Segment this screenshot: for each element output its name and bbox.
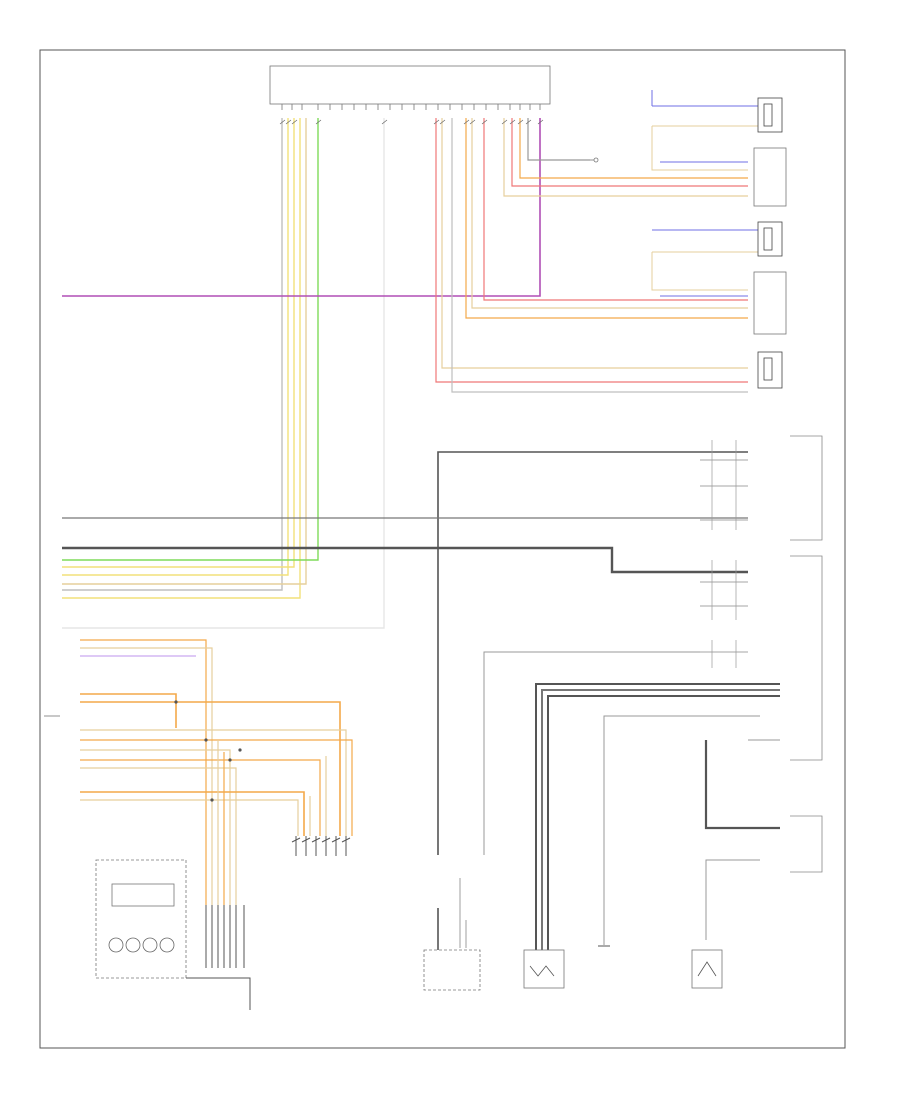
right-switch <box>62 435 823 855</box>
wire-orange-1 <box>465 118 748 319</box>
wire-violet-main <box>62 118 541 297</box>
left-switch <box>790 815 823 873</box>
wire-tan-5 <box>80 647 213 905</box>
wire-tan-4 <box>503 118 748 197</box>
wire-white-1 <box>62 118 385 629</box>
wire-gray-6 <box>705 859 760 940</box>
wire-pink-3 <box>511 118 748 187</box>
wire-pink-1 <box>435 118 748 383</box>
fuse-block-pins <box>186 905 251 1010</box>
wire-tan-7 <box>80 749 231 905</box>
lower-left-harness <box>80 639 353 905</box>
wire-orange-7 <box>80 759 321 836</box>
wire-orange-4 <box>80 693 177 728</box>
wire-dark-5 <box>541 689 780 950</box>
wire-tan-3 <box>471 118 748 309</box>
ground-1 <box>423 878 481 991</box>
wire-gray-2 <box>451 118 748 393</box>
ground-4 <box>691 949 723 989</box>
connector-bottom-left <box>291 836 351 856</box>
wire-dark-7 <box>704 740 780 830</box>
wire-gray-5 <box>603 715 760 945</box>
wire-yellow-3 <box>62 118 301 599</box>
wire-dark-3 <box>62 546 748 574</box>
wire-tan-9 <box>80 799 299 836</box>
wire-bundle-pink <box>435 118 748 393</box>
wire-gray-4 <box>483 651 700 855</box>
wire-yellow-2 <box>62 118 295 568</box>
wire-orange-5 <box>80 701 341 836</box>
rear-speaker <box>757 351 783 389</box>
wire-gray-3 <box>527 118 590 161</box>
wire-gray-1 <box>62 118 283 591</box>
rf-tweeter <box>651 90 783 171</box>
wire-dark-1 <box>437 451 748 855</box>
wire-dark-4 <box>535 683 780 950</box>
wire-orange-8 <box>80 791 305 836</box>
splice-dots <box>174 700 242 802</box>
lf-speaker <box>660 271 787 335</box>
ground-2 <box>523 949 565 989</box>
wire-bundle-yellow-green <box>62 118 385 629</box>
wire-dark-6 <box>547 695 780 950</box>
rf-speaker <box>660 147 787 207</box>
wire-tan-8 <box>80 767 237 905</box>
lf-tweeter <box>651 221 783 291</box>
diagram-frame <box>39 49 846 1049</box>
wire-green-1 <box>62 118 319 561</box>
top-module-body <box>269 65 551 105</box>
wire-tan-1 <box>62 118 307 585</box>
wire-orange-2 <box>519 118 748 179</box>
wire-yellow-1 <box>62 118 289 576</box>
lower-right-wires <box>483 651 780 950</box>
fuse-icon <box>590 157 599 163</box>
wire-tan-6 <box>80 729 347 836</box>
wire-orange-6 <box>80 739 353 836</box>
fuse-block <box>95 859 187 979</box>
top-module <box>269 65 551 110</box>
wire-pink-2 <box>483 118 748 301</box>
wire-orange-3 <box>80 639 207 905</box>
wire-tan-2 <box>441 118 748 369</box>
